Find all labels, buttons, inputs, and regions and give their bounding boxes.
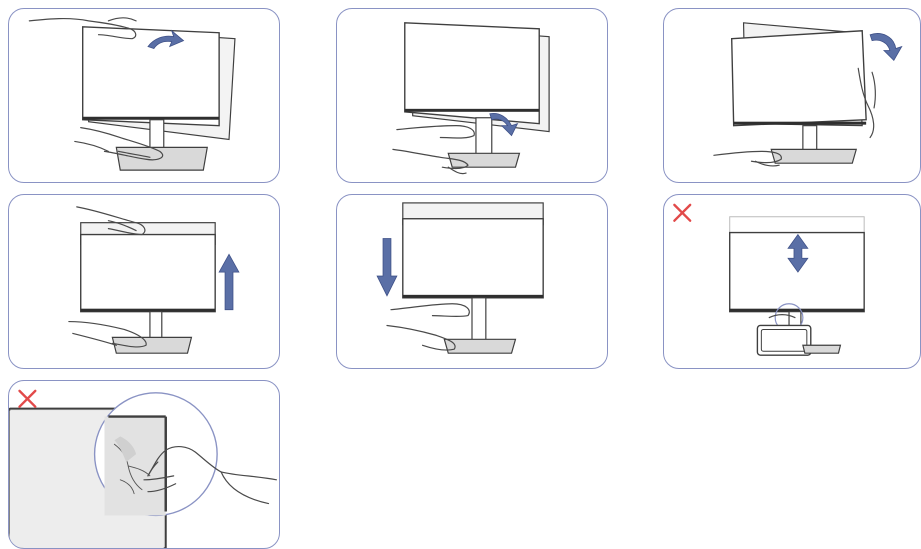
illustration-panel-prohibited-screen	[8, 380, 280, 549]
lower-illustration	[337, 195, 607, 368]
illustration-panel-pivot	[663, 8, 921, 183]
raise-illustration	[9, 195, 279, 368]
x-mark-icon	[19, 391, 35, 407]
x-mark-icon	[674, 205, 690, 221]
lower-arrow-icon	[377, 238, 397, 295]
prohibited-screen-illustration	[9, 381, 279, 548]
prohibited-stand-illustration	[664, 195, 920, 368]
swivel-illustration	[337, 9, 607, 182]
pivot-arrow-icon	[870, 33, 902, 60]
illustration-panel-raise	[8, 194, 280, 369]
illustration-panel-tilt	[8, 8, 280, 183]
illustration-panel-prohibited-stand	[663, 194, 921, 369]
illustration-panel-lower	[336, 194, 608, 369]
illustration-panel-swivel	[336, 8, 608, 183]
raise-arrow-icon	[219, 254, 239, 309]
pivot-illustration	[664, 9, 920, 182]
tilt-illustration	[9, 9, 279, 182]
